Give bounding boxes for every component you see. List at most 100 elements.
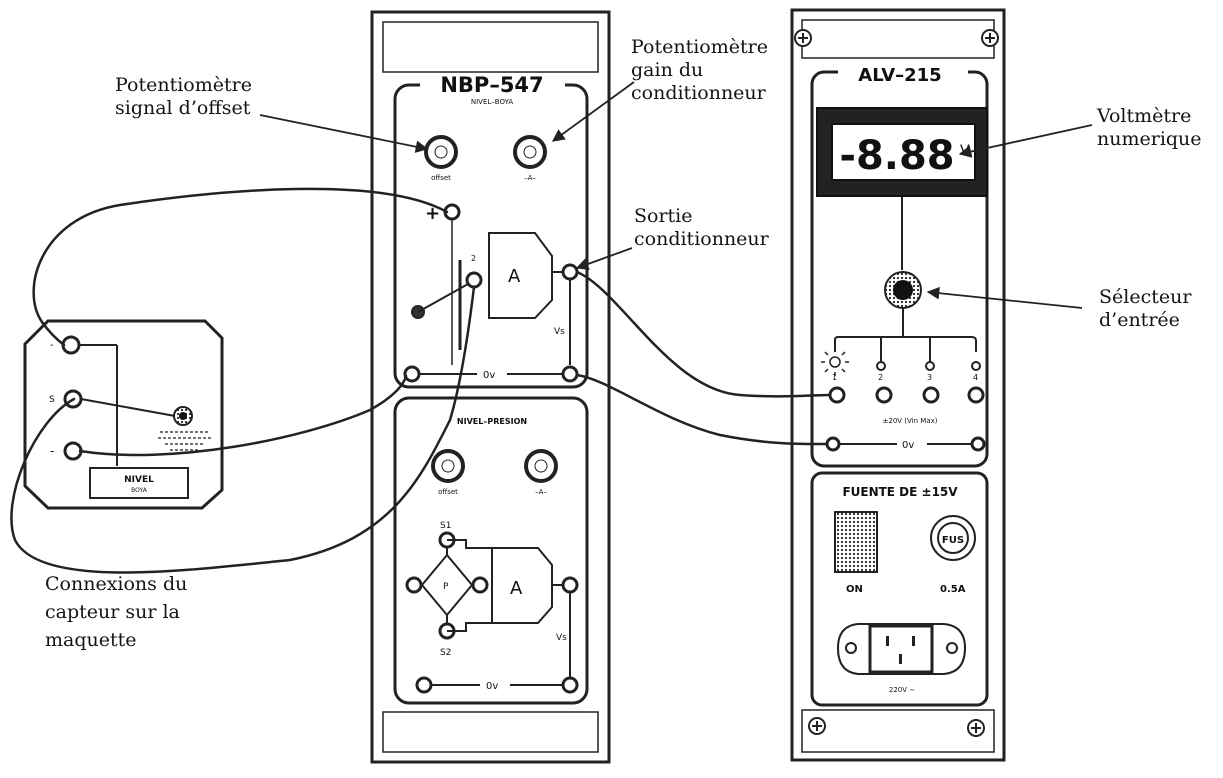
annotation-voltmeter-line2: numerique <box>1097 128 1202 150</box>
sensor-top-terminal[interactable] <box>61 335 81 355</box>
annotation-offset-line2: signal d’offset <box>115 97 251 119</box>
ov2-right-terminal[interactable] <box>561 676 579 694</box>
bridge-label: P <box>443 582 449 592</box>
vs-output-terminal[interactable] <box>561 263 579 281</box>
annotation-gain-potentiometer: Potentiomètre gain du conditionneur <box>631 36 768 105</box>
fuse-holder[interactable] <box>930 515 976 561</box>
input-label: 2 <box>471 254 476 263</box>
annotation-output-line2: conditionneur <box>634 228 769 250</box>
display-value: -8.88 <box>839 133 954 179</box>
psu-title: FUENTE DE ±15V <box>842 485 958 499</box>
annotation-offset-line1: Potentiomètre <box>115 74 252 96</box>
amplifier2-block <box>491 547 553 624</box>
section-nivel-presion <box>393 396 589 705</box>
annotation-connections-line1: Connexions du <box>45 573 188 595</box>
annotation-selector: Sélecteur d’entrée <box>1099 286 1191 332</box>
connection-wires <box>10 187 832 574</box>
panel-nbp547-title: NBP–547 <box>440 73 543 97</box>
sensor-minus-top-label: - <box>50 340 54 351</box>
ov-label: 0v <box>483 370 495 381</box>
input-selector-knob[interactable] <box>884 271 922 309</box>
annotation-connections: Connexions du capteur sur la maquette <box>45 570 187 654</box>
range-label: ±20V (Vin Max) <box>883 417 938 425</box>
bridge-right-terminal[interactable] <box>471 576 489 594</box>
offset-potentiometer-knob[interactable] <box>424 135 458 169</box>
gain-potentiometer-knob[interactable] <box>513 135 547 169</box>
input-2-label: 2 <box>878 373 883 382</box>
panel-alv215-title: ALV–215 <box>858 65 941 86</box>
wire-plus <box>32 187 449 347</box>
fuse-label: FUS <box>942 535 964 546</box>
input-4-label: 4 <box>973 373 978 382</box>
ov-voltmeter-label: 0v <box>902 440 914 451</box>
section-power-supply <box>810 471 989 707</box>
input-1-jack[interactable] <box>828 386 846 404</box>
annotation-connections-line3: maquette <box>45 629 137 651</box>
annotation-gain-line3: conditionneur <box>631 82 766 104</box>
offset2-potentiometer-knob[interactable] <box>431 449 465 483</box>
sensor-s-label: S <box>49 395 55 405</box>
annotation-arrows <box>259 81 1093 309</box>
sensor-label-line1: NIVEL <box>124 475 154 485</box>
offset2-knob-label: offset <box>438 488 458 496</box>
s1-label: S1 <box>440 521 451 531</box>
section1-title: NIVEL–BOYA <box>471 98 513 106</box>
bridge-left-terminal[interactable] <box>405 576 423 594</box>
gain-knob-label: –A– <box>524 174 536 182</box>
ov2-label: 0v <box>486 681 498 692</box>
offset-knob-label: offset <box>431 174 451 182</box>
input-2-jack[interactable] <box>875 386 893 404</box>
s2-label: S2 <box>440 648 451 658</box>
panel-nbp547 <box>370 10 611 764</box>
input-1-label: 1 <box>832 373 837 382</box>
vs-label: Vs <box>554 327 565 337</box>
wire-vs-to-input1 <box>575 270 832 398</box>
annotation-selector-line2: d’entrée <box>1099 309 1180 331</box>
input-3-label: 3 <box>927 373 932 382</box>
mains-socket <box>836 623 967 675</box>
amplifier2-label: A <box>510 578 523 599</box>
ov-voltmeter-right-jack[interactable] <box>970 436 986 452</box>
gain2-knob-label: –A– <box>535 488 547 496</box>
sensor-box <box>23 319 224 510</box>
amplifier-block <box>488 232 553 319</box>
input-3-jack[interactable] <box>922 386 940 404</box>
gain2-potentiometer-knob[interactable] <box>524 449 558 483</box>
on-switch[interactable] <box>834 511 878 573</box>
display-unit: V <box>960 143 970 159</box>
sensor-bottom-terminal[interactable] <box>63 441 83 461</box>
mains-label: 220V ∼ <box>889 686 915 694</box>
amplifier-label: A <box>508 266 521 287</box>
ov-voltmeter-left-jack[interactable] <box>825 436 841 452</box>
sensor-label-plate <box>89 467 189 499</box>
section2-title: NIVEL–PRESION <box>457 417 527 426</box>
input-terminal[interactable] <box>465 271 483 289</box>
float-potentiometer-icon <box>158 406 213 451</box>
sensor-label-line2: BOYA <box>131 487 148 494</box>
vs2-output-terminal[interactable] <box>561 576 579 594</box>
input-4-jack[interactable] <box>967 386 985 404</box>
screw-icon <box>794 29 999 737</box>
vs2-label: Vs <box>556 633 567 643</box>
annotation-gain-line2: gain du <box>631 59 704 81</box>
wire-ov <box>78 374 408 457</box>
annotation-connections-line2: capteur sur la <box>45 601 180 623</box>
annotation-selector-line1: Sélecteur <box>1099 286 1192 308</box>
fuse-rating: 0.5A <box>940 584 966 595</box>
annotation-gain-line1: Potentiomètre <box>631 36 768 58</box>
ov-right-terminal[interactable] <box>561 365 579 383</box>
ov-left-terminal[interactable] <box>403 365 421 383</box>
annotation-output: Sortie conditionneur <box>634 205 769 251</box>
annotation-output-line1: Sortie <box>634 205 693 227</box>
wire-ov-to-voltmeter <box>575 373 829 446</box>
on-label: ON <box>846 584 863 595</box>
ov2-left-terminal[interactable] <box>415 676 433 694</box>
annotation-voltmeter: Voltmètre numerique <box>1097 105 1202 151</box>
sun-indicator-icon <box>821 348 849 376</box>
sensor-minus-bottom-label: - <box>50 444 54 458</box>
annotation-voltmeter-line1: Voltmètre <box>1097 105 1192 127</box>
wire-input <box>10 285 476 574</box>
plus-label: + <box>425 203 440 224</box>
